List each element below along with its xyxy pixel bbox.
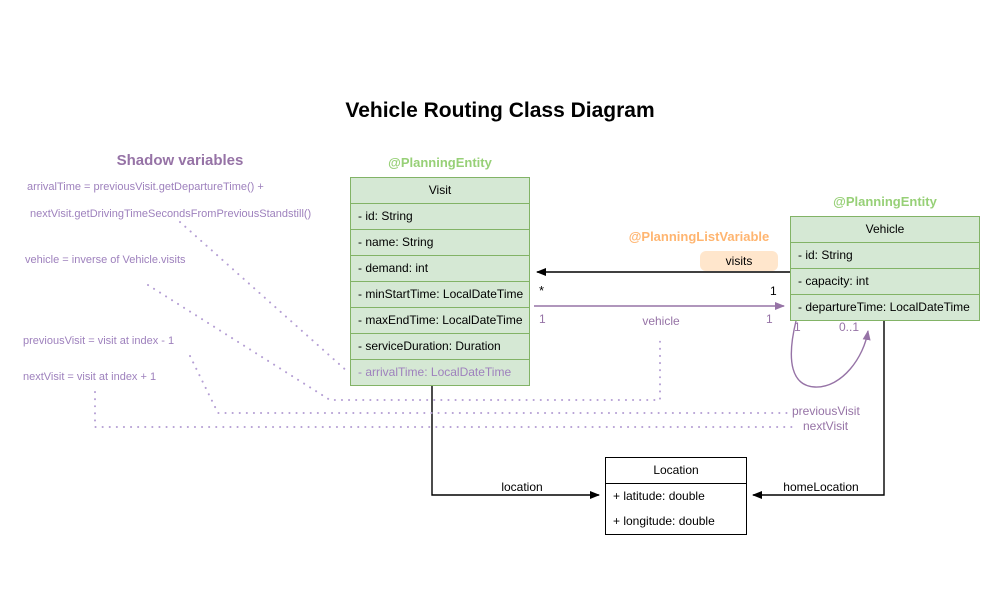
visit-attribute-min-start-time: - minStartTime: LocalDateTime — [351, 281, 529, 307]
vehicle-role-label: vehicle — [642, 314, 680, 328]
shadow-formula-next-visit: nextVisit = visit at index + 1 — [23, 371, 157, 383]
vehicle-class-name: Vehicle — [791, 217, 979, 243]
shadow-formula-previous-visit: previousVisit = visit at index - 1 — [23, 335, 175, 347]
location-attribute-latitude: + latitude: double — [613, 489, 705, 503]
location-association-line — [431, 385, 600, 499]
visit-attribute-max-end-time: - maxEndTime: LocalDateTime — [351, 307, 529, 333]
location-attribute-longitude: + longitude: double — [613, 514, 715, 528]
next-visit-label: nextVisit — [803, 419, 849, 433]
planning-list-variable-stereotype: @PlanningListVariable — [628, 229, 770, 244]
visits-multiplicity-star: * — [539, 283, 545, 298]
visits-multiplicity-one: 1 — [770, 284, 777, 298]
visit-attribute-name: - name: String — [351, 229, 529, 255]
vehicle-multiplicity-left: 1 — [539, 312, 546, 326]
shadow-formula-arrival-time: arrivalTime = previousVisit.getDeparture… — [27, 181, 264, 193]
vehicle-attribute-capacity: - capacity: int — [791, 268, 979, 294]
shadow-formula-vehicle: vehicle = inverse of Vehicle.visits — [25, 254, 186, 266]
shadow-variables-heading: Shadow variables — [116, 152, 244, 169]
chain-multiplicity-zero-one: 0..1 — [839, 320, 860, 334]
location-role-label: location — [501, 480, 543, 494]
planning-entity-stereotype-vehicle: @PlanningEntity — [833, 194, 937, 209]
vehicle-attribute-id: - id: String — [798, 248, 853, 262]
planning-entity-stereotype-visit: @PlanningEntity — [388, 155, 492, 170]
visits-role-badge: visits — [700, 251, 778, 271]
chain-multiplicity-one: 1 — [794, 320, 801, 334]
vehicle-class: Vehicle - id: String - capacity: int - d… — [790, 216, 980, 321]
visit-class: Visit - id: String - name: String - dema… — [350, 177, 530, 386]
shadow-formula-arrival-time-2: nextVisit.getDrivingTimeSecondsFromPrevi… — [30, 208, 312, 220]
vehicle-multiplicity-right: 1 — [766, 312, 773, 326]
visit-attribute-arrival-time: - arrivalTime: LocalDateTime — [351, 359, 529, 385]
home-location-role-label: homeLocation — [783, 480, 859, 494]
visit-attribute-demand: - demand: int — [351, 255, 529, 281]
dotted-arrival-time-connector — [179, 221, 349, 373]
location-class: Location + latitude: double + longitude:… — [605, 457, 747, 535]
visit-attribute-service-duration: - serviceDuration: Duration — [351, 333, 529, 359]
vehicle-attribute-departure-time: - departureTime: LocalDateTime — [791, 294, 979, 320]
visit-class-name: Visit — [351, 178, 529, 204]
visit-attribute-id: - id: String — [358, 209, 413, 223]
previous-visit-label: previousVisit — [792, 404, 860, 418]
diagram-title: Vehicle Routing Class Diagram — [345, 99, 655, 122]
dotted-next-visit-connector — [94, 391, 799, 428]
location-class-name: Location — [606, 458, 746, 484]
